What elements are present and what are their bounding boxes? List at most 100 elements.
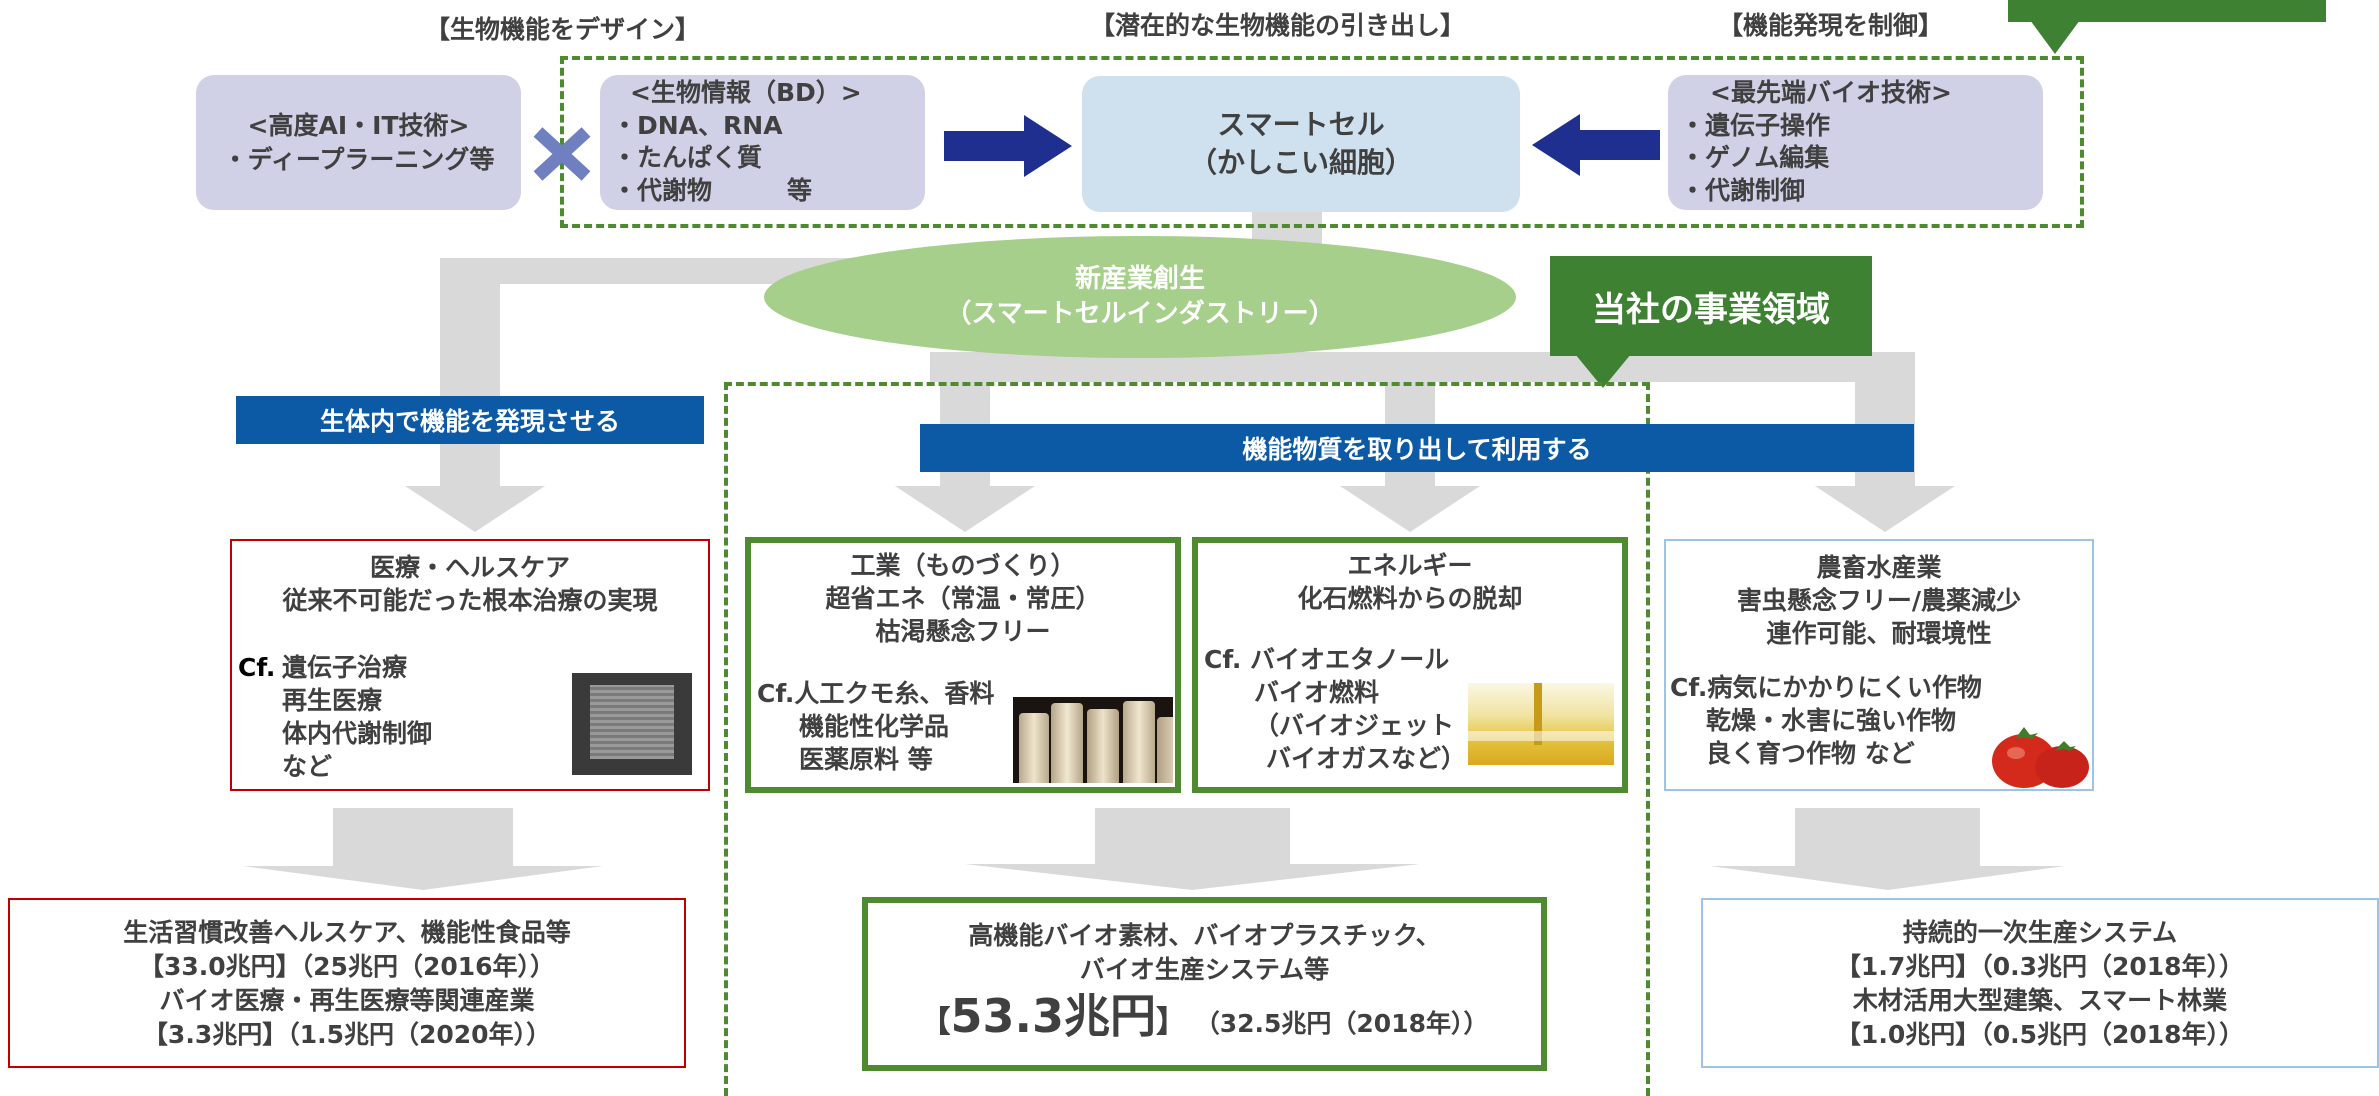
agri-cf-item: Cf.病気にかかりにくい作物 — [1670, 673, 1982, 702]
down-arrow-medical-head — [243, 866, 603, 890]
down-arrow-bio-head — [965, 864, 1420, 890]
agri-cf-item: 乾燥・水害に強い作物 — [1706, 706, 1957, 735]
industry-card: 工業（ものづくり） 超省エネ（常温・常圧） 枯渇懸念フリー Cf.人工クモ糸、香… — [745, 537, 1181, 793]
medical-cf-list: 遺伝子治療 再生医療 体内代謝制御 など — [282, 651, 432, 783]
arrowhead-agri — [1815, 486, 1955, 532]
medical-cf-item: 再生医療 — [282, 686, 383, 715]
market-health-line1: 生活習慣改善ヘルスケア、機能性食品等 — [123, 918, 571, 947]
tomato-image — [1992, 727, 2089, 788]
company-domain-pointer — [1575, 354, 1631, 388]
medical-device-image — [572, 673, 692, 775]
right-arrow-icon — [944, 115, 1072, 177]
medical-cf-item: 体内代謝制御 — [282, 719, 433, 748]
top-callout-box — [2008, 0, 2326, 22]
down-arrow-bio-body — [1095, 808, 1290, 864]
biofuel-image — [1468, 683, 1614, 765]
market-bio-bracket-close: 】 — [1156, 1005, 1186, 1040]
bd-box-line4: ・代謝物 等 — [612, 175, 813, 205]
market-bio-sub: （32.5兆円（2018年）） — [1194, 1009, 1489, 1038]
industry-cf-list: Cf.人工クモ糸、香料 機能性化学品 医薬原料 等 — [757, 677, 994, 776]
flow-left-vertical — [440, 258, 500, 488]
bd-box-line3: ・たんぱく質 — [612, 143, 763, 172]
industry-title: 工業（ものづくり） — [850, 551, 1076, 580]
market-bio-box: 高機能バイオ素材、バイオプラスチック、 バイオ生産システム等 【53.3兆円】 … — [862, 897, 1547, 1071]
bd-box-line2: ・DNA、RNA — [612, 110, 783, 140]
ai-technology-box: <高度AI・IT技術> ・ディープラーニング等 — [196, 75, 521, 210]
new-industry-line1: 新産業創生 — [1074, 263, 1205, 294]
energy-cf-item: バイオ燃料 — [1254, 678, 1380, 707]
header-design: 【生物機能をデザイン】 — [425, 15, 701, 44]
biotech-box-line3: ・ゲノム編集 — [1680, 143, 1830, 172]
company-domain-callout: 当社の事業領域 — [1550, 256, 1872, 356]
market-health-line3: バイオ医療・再生医療等関連産業 — [159, 986, 535, 1015]
ai-box-line2: ・ディープラーニング等 — [222, 144, 495, 174]
market-bio-bracket-open: 【 — [920, 1005, 951, 1040]
medical-card: 医療・ヘルスケア 従来不可能だった根本治療の実現 Cf. 遺伝子治療 再生医療 … — [230, 539, 710, 791]
biotech-box-line1: <最先端バイオ技術> — [1710, 78, 1952, 107]
agri-subtitle: 害虫懸念フリー/農薬減少 — [1736, 586, 2022, 615]
industry-cf-item: Cf.人工クモ糸、香料 — [757, 679, 995, 708]
medical-cf-prefix: Cf. — [238, 653, 276, 682]
market-agri-box: 持続的一次生産システム 【1.7兆円】（0.3兆円（2018年）） 木材活用大型… — [1701, 898, 2379, 1068]
agri-cf-item: 良く育つ作物 など — [1706, 739, 1915, 768]
energy-cf-list: Cf. バイオエタノール バイオ燃料 （バイオジェット バイオガスなど） — [1204, 643, 1466, 775]
medical-cf: Cf. — [238, 651, 275, 684]
arrowhead-energy — [1340, 486, 1480, 532]
down-arrow-agri-body — [1795, 808, 1980, 866]
agri-title: 農畜水産業 — [1816, 553, 1942, 582]
ai-box-line1: <高度AI・IT技術> — [247, 110, 470, 140]
market-agri-line3: 木材活用大型建築、スマート林業 — [1852, 986, 2228, 1015]
market-bio-big-amount: 53.3兆円 — [950, 989, 1157, 1043]
medical-cf-item: など — [282, 752, 333, 781]
silk-thread-image — [1013, 697, 1173, 783]
market-health-line4: 【3.3兆円】（1.5兆円（2020年）） — [142, 1020, 552, 1049]
energy-cf-item: バイオガスなど） — [1266, 744, 1467, 773]
energy-cf-item: Cf. バイオエタノール — [1204, 645, 1450, 674]
market-bio-line2: バイオ生産システム等 — [1079, 955, 1330, 984]
medical-cf-item: 遺伝子治療 — [282, 653, 408, 682]
medical-subtitle: 従来不可能だった根本治療の実現 — [282, 586, 658, 615]
bd-box-line1: <生物情報（BD）> — [630, 78, 862, 107]
top-dashed-frame — [560, 56, 2084, 228]
down-arrow-medical-body — [333, 808, 513, 866]
market-bio-line1: 高機能バイオ素材、バイオプラスチック、 — [968, 921, 1441, 950]
biological-data-box: <生物情報（BD）> ・DNA、RNA ・たんぱく質 ・代謝物 等 — [600, 75, 925, 210]
biotech-box-line4: ・代謝制御 — [1680, 175, 1806, 205]
agriculture-card: 農畜水産業 害虫懸念フリー/農薬減少 連作可能、耐環境性 Cf.病気にかかりにく… — [1664, 539, 2094, 791]
industry-subtitle2: 枯渇懸念フリー — [875, 617, 1051, 646]
smart-cell-line2: （かしこい細胞） — [1188, 146, 1413, 179]
smart-cell-box: スマートセル （かしこい細胞） — [1082, 76, 1520, 212]
agri-subtitle2: 連作可能、耐環境性 — [1766, 619, 1992, 648]
left-arrow-icon — [1532, 114, 1660, 176]
label-in-body: 生体内で機能を発現させる — [236, 396, 704, 444]
new-industry-ellipse: 新産業創生 （スマートセルインダストリー） — [764, 236, 1516, 358]
arrowhead-industry — [895, 486, 1035, 532]
industry-cf-item: 機能性化学品 — [799, 712, 950, 741]
industry-subtitle: 超省エネ（常温・常圧） — [825, 584, 1101, 613]
market-agri-line1: 持続的一次生産システム — [1902, 918, 2178, 947]
market-bio-amount-row: 【53.3兆円】 （32.5兆円（2018年）） — [868, 985, 1541, 1048]
energy-subtitle: 化石燃料からの脱却 — [1297, 584, 1523, 613]
market-health-box: 生活習慣改善ヘルスケア、機能性食品等 【33.0兆円】（25兆円（2016年））… — [8, 898, 686, 1068]
arrowhead-medical — [405, 486, 545, 532]
industry-cf-item: 医薬原料 等 — [799, 745, 933, 774]
header-control: 【機能発現を制御】 — [1718, 11, 1944, 40]
energy-cf-item: （バイオジェット — [1254, 711, 1455, 740]
agri-cf-list: Cf.病気にかかりにくい作物 乾燥・水害に強い作物 良く育つ作物 など — [1670, 671, 1982, 770]
new-industry-line2: （スマートセルインダストリー） — [945, 299, 1335, 329]
advanced-biotech-box: <最先端バイオ技術> ・遺伝子操作 ・ゲノム編集 ・代謝制御 — [1668, 75, 2043, 210]
header-extract: 【潜在的な生物機能の引き出し】 — [1090, 11, 1466, 40]
market-health-line2: 【33.0兆円】（25兆円（2016年）） — [138, 952, 556, 981]
label-extract: 機能物質を取り出して利用する — [920, 424, 1914, 472]
smart-cell-line1: スマートセル — [1217, 108, 1385, 142]
market-agri-line4: 【1.0兆円】（0.5兆円（2018年）） — [1835, 1020, 2245, 1049]
market-agri-line2: 【1.7兆円】（0.3兆円（2018年）） — [1835, 952, 2245, 981]
top-callout-pointer — [2030, 20, 2080, 54]
down-arrow-agri-head — [1710, 866, 2065, 890]
energy-card: エネルギー 化石燃料からの脱却 Cf. バイオエタノール バイオ燃料 （バイオジ… — [1192, 537, 1628, 793]
energy-title: エネルギー — [1347, 551, 1473, 580]
medical-title: 医療・ヘルスケア — [369, 553, 570, 582]
business-domain-frame — [724, 382, 1650, 1096]
cross-icon — [533, 127, 591, 181]
